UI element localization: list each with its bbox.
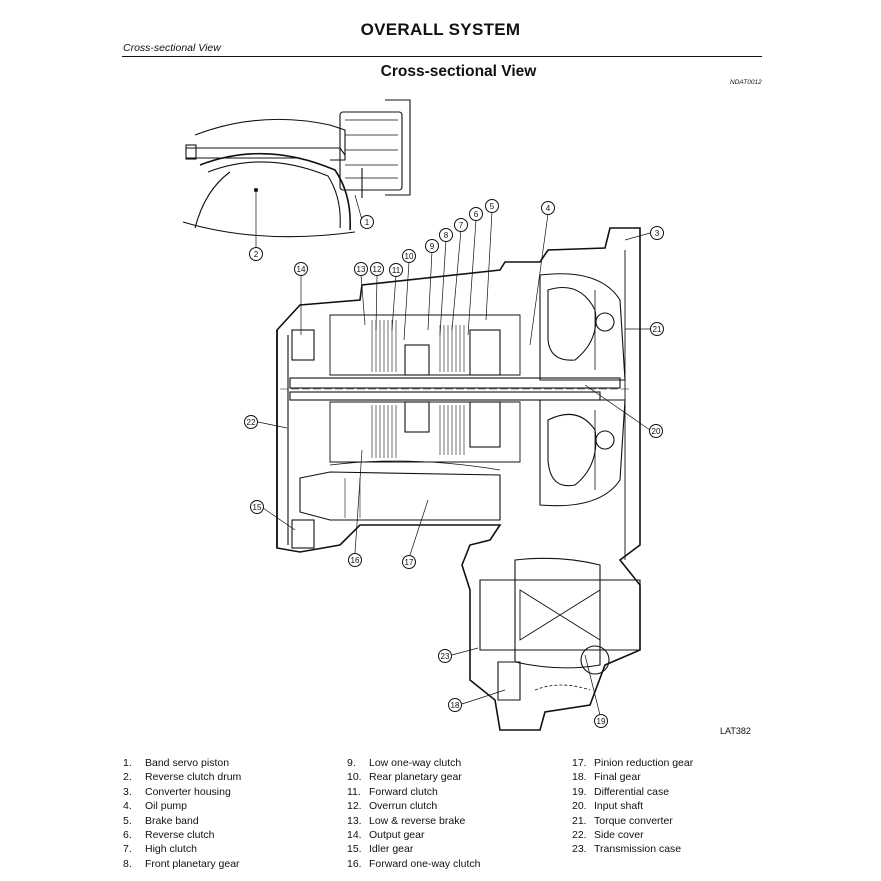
legend-item: 2.Reverse clutch drum (123, 771, 242, 784)
svg-text:9: 9 (430, 242, 435, 251)
callout-19: 19 (594, 714, 608, 728)
legend-item: 16.Forward one-way clutch (347, 857, 481, 870)
callout-3: 3 (650, 226, 664, 240)
legend-item: 6.Reverse clutch (123, 829, 215, 842)
legend-item: 20.Input shaft (572, 800, 644, 813)
svg-text:21: 21 (653, 325, 662, 334)
svg-text:4: 4 (546, 204, 551, 213)
callout-9: 9 (425, 239, 439, 253)
svg-text:12: 12 (373, 265, 382, 274)
callout-markers: 1 2 3 4 5 6 7 8 9 10 11 12 13 14 15 16 1… (244, 199, 664, 728)
callout-5: 5 (485, 199, 499, 213)
callout-10: 10 (402, 249, 416, 263)
legend-item: 12.Overrun clutch (347, 800, 438, 813)
legend-item: 17.Pinion reduction gear (572, 757, 694, 769)
legend-item: 8.Front planetary gear (123, 857, 240, 870)
legend-column-1: 1.Band servo piston 2.Reverse clutch dru… (123, 756, 241, 871)
svg-text:23: 23 (441, 652, 450, 661)
legend-item: 9.Low one-way clutch (347, 757, 462, 769)
legend-item: 23.Transmission case (572, 843, 682, 856)
svg-text:22: 22 (247, 418, 256, 427)
callout-leader-lines (255, 192, 651, 716)
reference-code: NDAT0012 (730, 79, 762, 86)
callout-17: 17 (402, 555, 416, 569)
callout-20: 20 (649, 424, 663, 438)
svg-text:5: 5 (490, 202, 495, 211)
svg-text:16: 16 (351, 556, 360, 565)
svg-text:3: 3 (655, 229, 660, 238)
callout-7: 7 (454, 218, 468, 232)
legend-item: 14.Output gear (347, 829, 425, 842)
legend-item: 11.Forward clutch (347, 785, 438, 798)
legend-item: 15.Idler gear (347, 843, 414, 856)
legend-column-2: 9.Low one-way clutch 10.Rear planetary g… (347, 756, 480, 871)
callout-2: 2 (249, 247, 263, 261)
svg-text:18: 18 (451, 701, 460, 710)
callout-22: 22 (244, 415, 258, 429)
callout-23: 23 (438, 649, 452, 663)
svg-text:10: 10 (405, 252, 414, 261)
svg-text:19: 19 (597, 717, 606, 726)
callout-1: 1 (360, 215, 374, 229)
svg-text:8: 8 (444, 231, 449, 240)
svg-text:6: 6 (474, 210, 479, 219)
legend-item: 3.Converter housing (123, 785, 231, 798)
legend-item: 10.Rear planetary gear (347, 771, 462, 784)
callout-8: 8 (439, 228, 453, 242)
legend-column-3: 17.Pinion reduction gear 18.Final gear 1… (572, 756, 693, 857)
legend-item: 4.Oil pump (123, 800, 188, 813)
svg-text:13: 13 (357, 265, 366, 274)
legend-item: 1.Band servo piston (123, 757, 230, 769)
legend-item: 18.Final gear (572, 771, 641, 784)
callout-16: 16 (348, 553, 362, 567)
callout-13: 13 (354, 262, 368, 276)
header-rule (122, 56, 762, 57)
inset-band-servo-drawing (182, 99, 411, 238)
callout-12: 12 (370, 262, 384, 276)
legend-item: 13.Low & reverse brake (347, 814, 466, 827)
callout-4: 4 (541, 201, 555, 215)
svg-text:15: 15 (253, 503, 262, 512)
legend-item: 7.High clutch (123, 843, 197, 856)
callout-21: 21 (650, 322, 664, 336)
page-heading: Cross-sectional View (380, 63, 537, 80)
callout-11: 11 (389, 263, 403, 277)
main-transmission-drawing (276, 227, 641, 731)
legend-item: 19.Differential case (572, 785, 670, 798)
svg-text:11: 11 (392, 266, 401, 275)
svg-text:14: 14 (297, 265, 306, 274)
section-label: Cross-sectional View (123, 42, 221, 54)
legend-item: 21.Torque converter (572, 814, 673, 827)
svg-text:20: 20 (652, 427, 661, 436)
callout-14: 14 (294, 262, 308, 276)
callout-15: 15 (250, 500, 264, 514)
legend-item: 5.Brake band (123, 814, 199, 827)
svg-text:1: 1 (365, 218, 370, 227)
legend-item: 22.Side cover (572, 829, 644, 842)
svg-text:17: 17 (405, 558, 414, 567)
figure-code: LAT382 (720, 726, 751, 736)
svg-text:7: 7 (459, 221, 464, 230)
svg-text:2: 2 (254, 250, 259, 259)
callout-6: 6 (469, 207, 483, 221)
page-title: OVERALL SYSTEM (360, 20, 521, 39)
callout-18: 18 (448, 698, 462, 712)
